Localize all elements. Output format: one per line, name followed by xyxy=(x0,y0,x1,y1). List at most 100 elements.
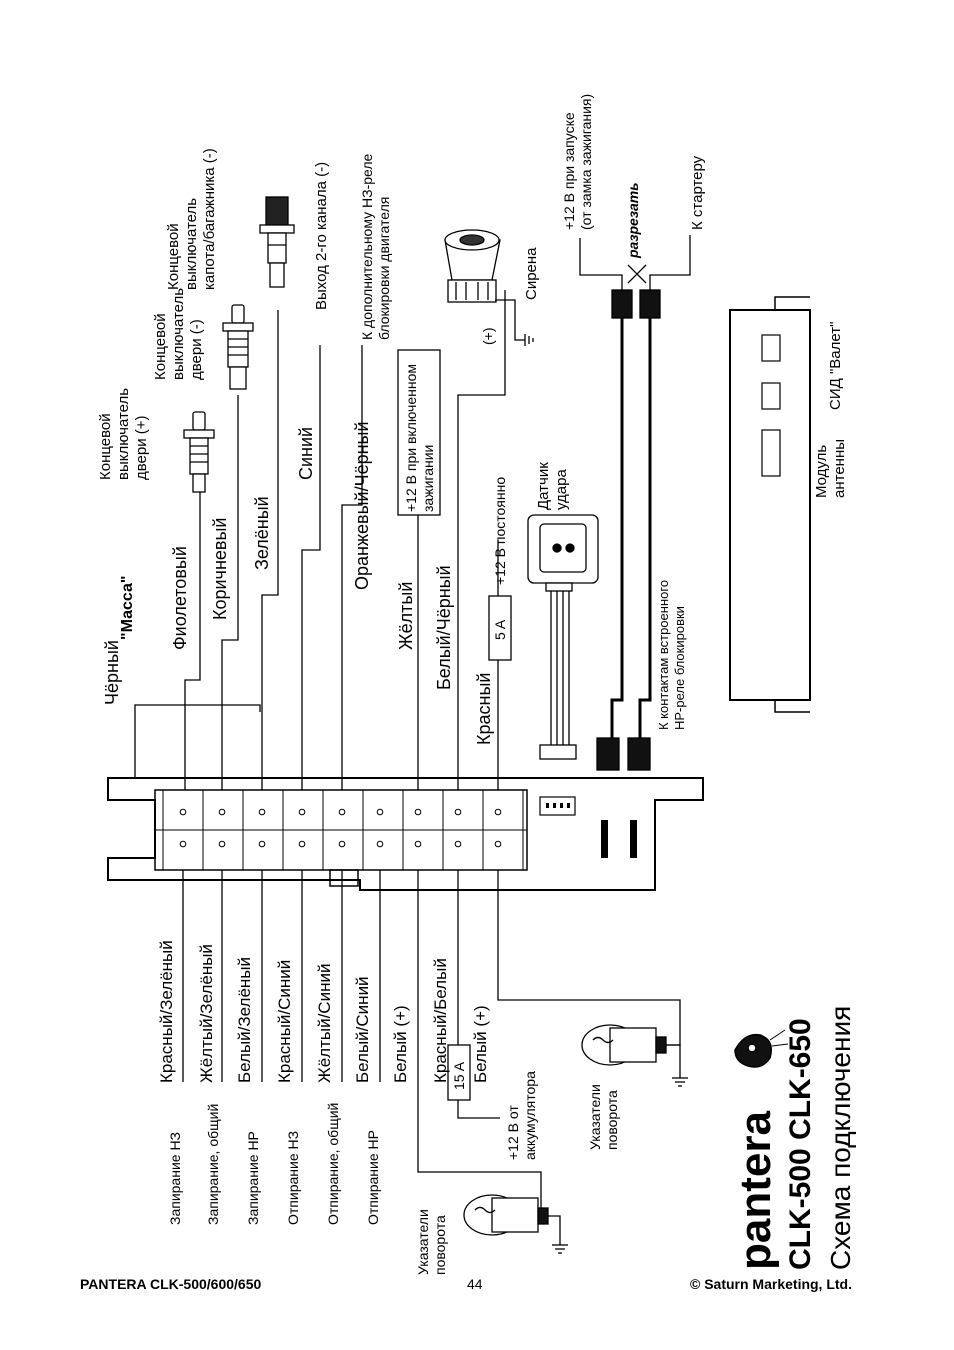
top-wire-label-2: "Масса" xyxy=(119,576,136,640)
top-wire-label-1: Чёрный xyxy=(102,640,122,705)
page-number: 44 xyxy=(467,1276,483,1292)
diagram-labels: Чёрный"Масса" Фиолетовый Коричневый Зелёный… xyxy=(97,94,856,1275)
connector-pin xyxy=(179,808,187,816)
shock-sensor-label-line-1: Датчик xyxy=(535,462,552,510)
top-wire-label-9: Белый/Чёрный xyxy=(434,565,454,690)
connector-pin xyxy=(494,808,502,816)
hood-switch xyxy=(259,196,295,288)
turn-signals-label-2-line-1: Указатели xyxy=(587,1084,603,1150)
connector-pin xyxy=(376,808,384,816)
top-wire-label-8: Жёлтый xyxy=(396,582,416,650)
constant-label: +12 В постоянно xyxy=(492,477,508,585)
connector-pin xyxy=(454,808,462,816)
connector-pin xyxy=(179,840,187,848)
door-switch-minus-label-line-2: выключатель xyxy=(170,288,187,380)
bottom-wire-label-4: Красный/Синий xyxy=(275,960,294,1083)
bottom-wire-label-7: Белый (+) xyxy=(391,1005,410,1083)
cut-label: разрезать xyxy=(625,182,641,259)
ignition-box xyxy=(397,349,441,516)
turn-signal-lamp-1 xyxy=(463,1194,568,1254)
lock-function-label-2: Запирание, общий xyxy=(205,1104,221,1225)
door-switch-minus-label-line-3: двери (-) xyxy=(188,319,205,380)
relay-label-line-2: блокировки двигателя xyxy=(376,197,392,340)
starter-plus-label-line-2: (от замка зажигания) xyxy=(578,94,594,230)
lock-function-label-3: Запирание НР xyxy=(245,1131,261,1225)
ignition-label-line-2: зажигании xyxy=(420,445,436,512)
siren xyxy=(444,229,501,303)
antenna-module-label-line-1: Модуль xyxy=(813,445,830,498)
channel2-label: Выход 2-го канала (-) xyxy=(313,162,330,310)
starter-label: К стартеру xyxy=(689,155,706,230)
pantera-logo-icon xyxy=(734,1029,789,1068)
starter-connectors xyxy=(579,235,691,771)
connector-pin xyxy=(414,808,422,816)
top-wire-label-4: Коричневый xyxy=(210,518,230,620)
connector-pin xyxy=(338,840,346,848)
turn-signals-label-1-line-2: поворота xyxy=(432,1215,448,1275)
top-wire-label-6: Синий xyxy=(296,427,316,480)
fuse-5a-label: 5 A xyxy=(492,619,508,640)
battery-label-line-1: +12 В от xyxy=(505,1105,521,1160)
antenna-module-label-line-2: антенны xyxy=(831,439,848,498)
footer-right: © Saturn Marketing, Ltd. xyxy=(690,1276,852,1292)
brand-title: Схема подключения xyxy=(825,1006,856,1270)
connector-pin xyxy=(376,840,384,848)
relay-label-line-1: К дополнительному НЗ-реле xyxy=(359,153,375,340)
battery-label-line-2: аккумулятора xyxy=(522,1071,538,1160)
starter-plus-label-line-1: +12 В при запуске xyxy=(561,112,577,230)
siren-label: Сирена xyxy=(523,247,540,300)
connector-pin xyxy=(258,808,266,816)
bottom-wire-label-6: Белый/Синий xyxy=(353,976,372,1083)
fuse-15a xyxy=(447,1044,471,1101)
antenna-module xyxy=(729,296,811,713)
top-wires xyxy=(134,290,506,790)
hood-switch-label-line-1: Концевой xyxy=(165,223,182,290)
connector-pin xyxy=(218,808,226,816)
door-switch-plus-label-line-2: выключатель xyxy=(115,388,132,480)
siren-plus-label: (+) xyxy=(480,328,496,346)
connector-pin xyxy=(218,840,226,848)
fuse-5a xyxy=(488,595,512,661)
connector-pin xyxy=(298,840,306,848)
led-valet-label: СИД "Валет" xyxy=(827,322,844,410)
connector-pin xyxy=(298,808,306,816)
turn-signals-label-2-line-2: поворота xyxy=(604,1090,620,1150)
connector-pin xyxy=(494,840,502,848)
bottom-wire-label-9: Белый (+) xyxy=(471,1005,490,1083)
nr-relay-label-line-1: К контактам встроенного xyxy=(656,580,671,730)
main-connector xyxy=(162,790,524,870)
bottom-wire-label-5: Жёлтый/Синий xyxy=(315,964,334,1083)
fuse-15a-label: 15 A xyxy=(451,1061,467,1090)
top-wire-label-5: Зелёный xyxy=(252,496,272,570)
hood-switch-label-line-3: капота/багажника (-) xyxy=(201,148,218,290)
lock-function-label-6: Отпирание НР xyxy=(365,1130,381,1225)
door-switch-minus xyxy=(222,304,254,390)
connector-pin xyxy=(454,840,462,848)
bottom-wire-label-8: Красный/Белый xyxy=(431,958,450,1083)
lock-function-label-5: Отпирание, общий xyxy=(325,1103,341,1225)
top-wire-label-3: Фиолетовый xyxy=(170,546,190,650)
brand-models: CLK-500 CLK-650 xyxy=(784,1018,817,1270)
connector-pin xyxy=(414,840,422,848)
main-unit xyxy=(107,777,704,891)
lock-function-label-1: Запирание НЗ xyxy=(167,1132,183,1225)
shock-sensor xyxy=(527,514,599,760)
door-switch-plus-label-line-1: Концевой xyxy=(97,413,114,480)
top-wire-label-10: Красный xyxy=(474,673,494,745)
turn-signals-label-1-line-1: Указатели xyxy=(415,1209,431,1275)
connector-pin xyxy=(258,840,266,848)
bottom-wire-label-1: Красный/Зелёный xyxy=(157,940,176,1083)
door-switch-minus-label-line-1: Концевой xyxy=(152,313,169,380)
unit-small-connector xyxy=(539,796,637,858)
footer-left: PANTERA CLK-500/600/650 xyxy=(80,1276,262,1292)
brand-logo: pantera xyxy=(731,1111,780,1270)
nr-relay-label-line-2: НР-реле блокировки xyxy=(672,606,687,730)
hood-switch-label-line-2: выключатель xyxy=(183,198,200,290)
lock-function-label-4: Отпирание НЗ xyxy=(285,1131,301,1225)
turn-signal-lamp-2 xyxy=(581,1024,688,1087)
shock-sensor-label-line-2: удара xyxy=(553,469,570,510)
ignition-label-line-1: +12 В при включенном xyxy=(403,364,419,512)
top-wire-label-7: Оранжевый/Чёрный xyxy=(352,421,372,590)
siren-ground xyxy=(495,299,534,346)
